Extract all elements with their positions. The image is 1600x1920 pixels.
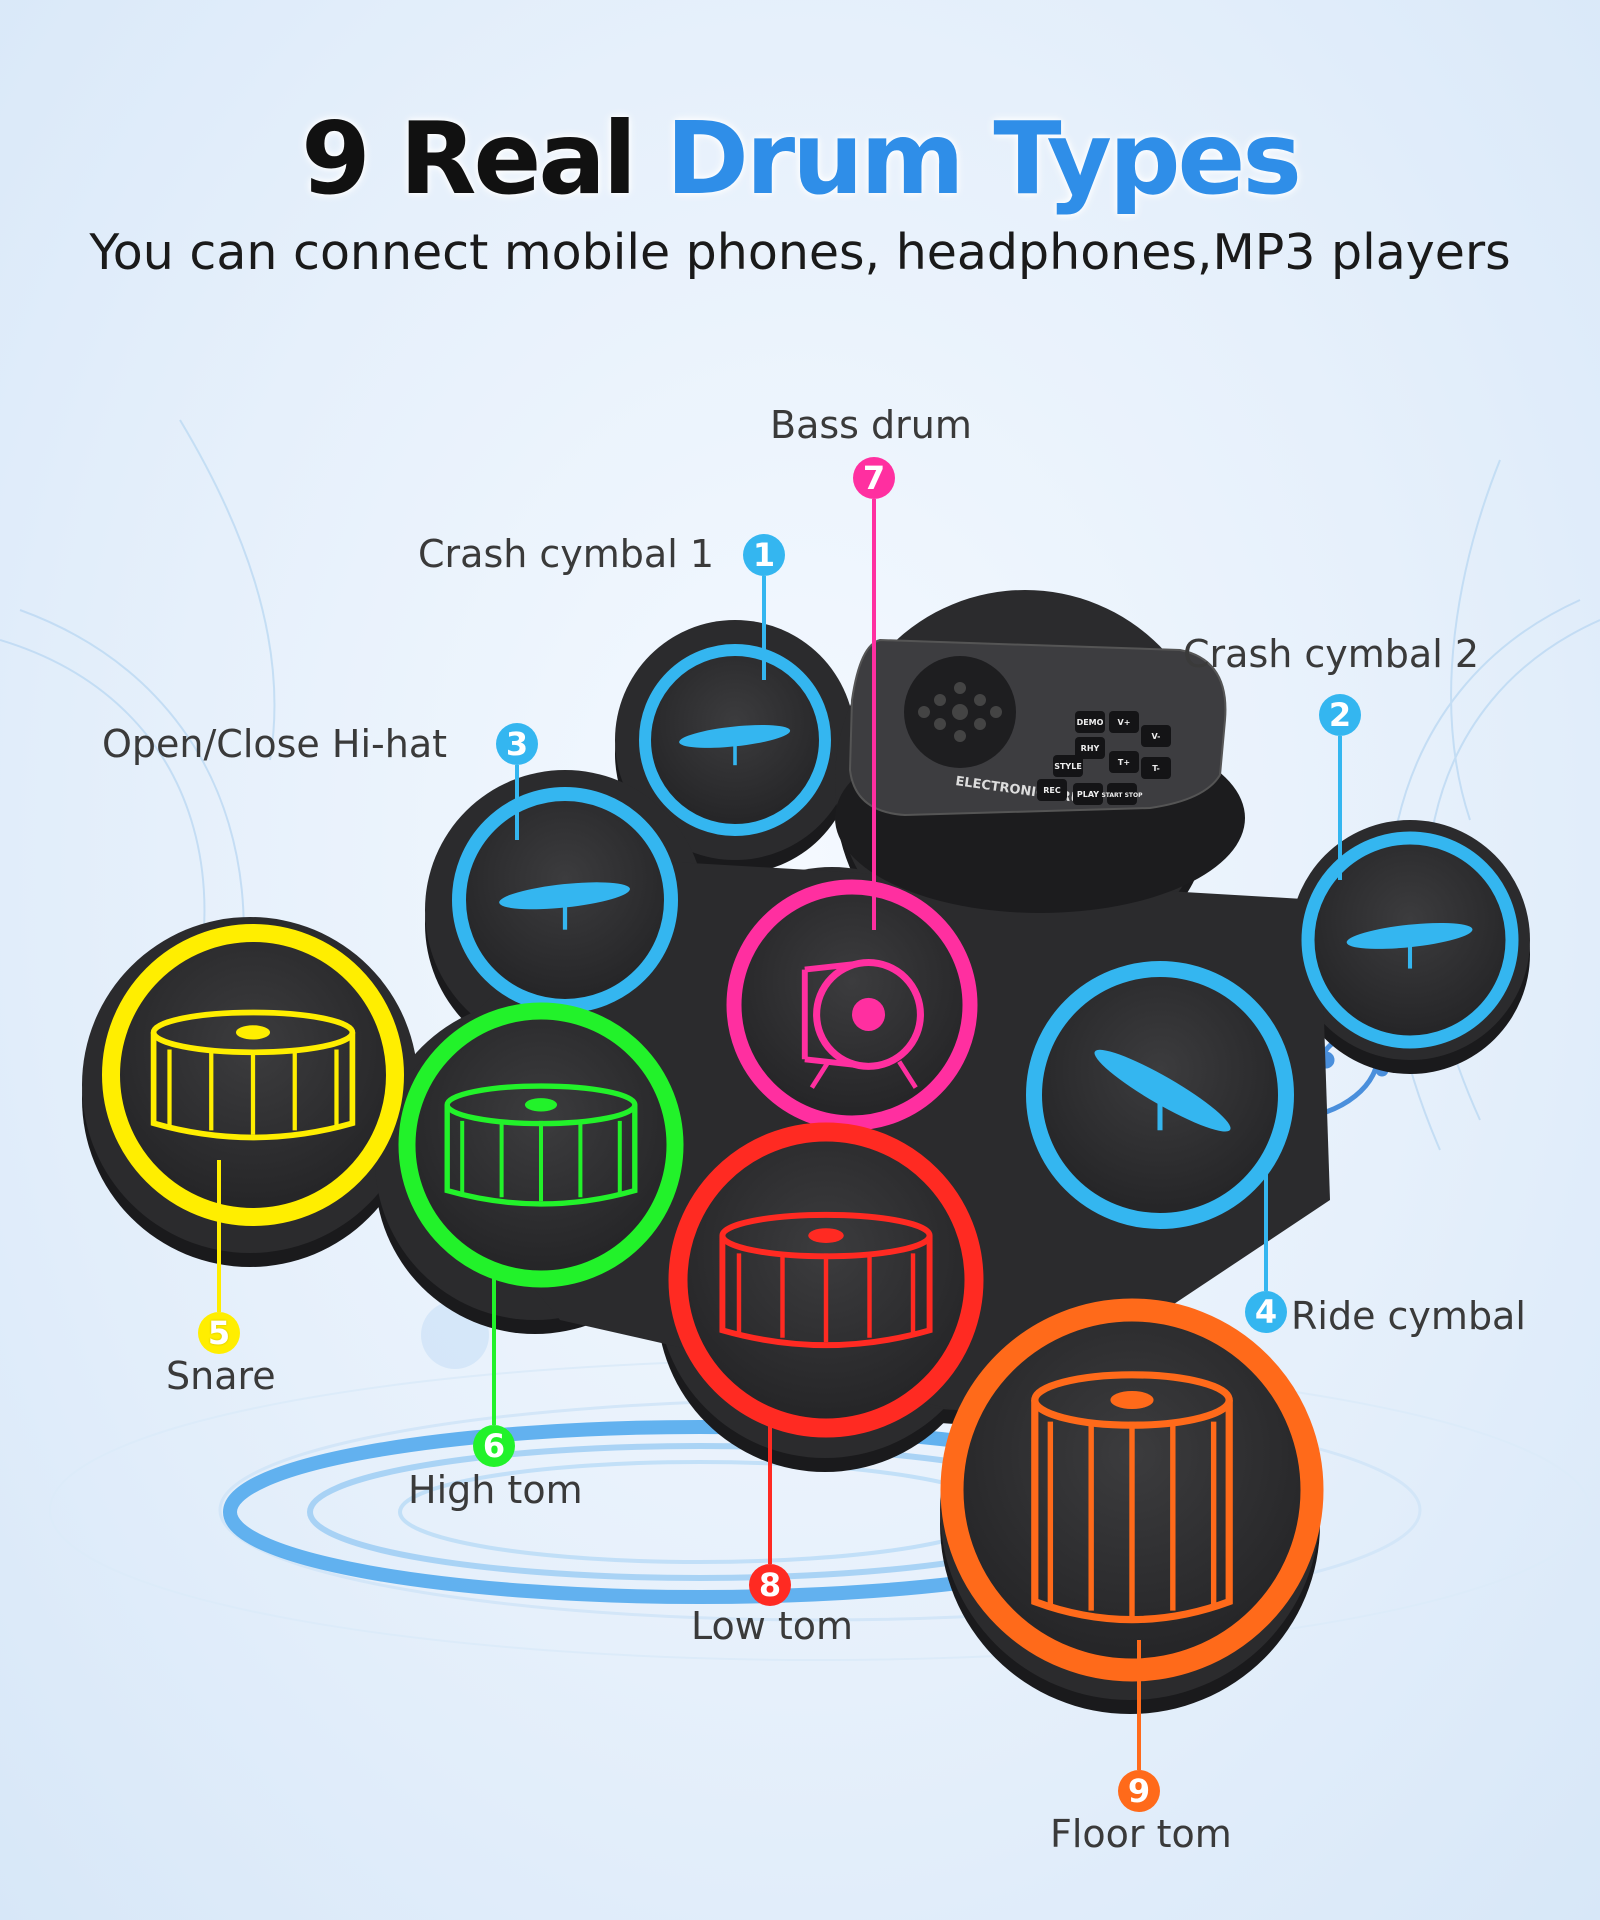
pad-name-label: Ride cymbal bbox=[1291, 1294, 1526, 1338]
console-button-label: RHY bbox=[1081, 744, 1100, 753]
console-button[interactable]: PLAY bbox=[1073, 783, 1103, 805]
console-button-label: V- bbox=[1152, 732, 1161, 741]
drum-pad[interactable] bbox=[639, 644, 831, 836]
drum-pad[interactable] bbox=[102, 924, 404, 1226]
pad-name-label: Crash cymbal 2 bbox=[1183, 632, 1480, 676]
console-button-label: REC bbox=[1043, 786, 1061, 795]
console-button-label: T+ bbox=[1118, 758, 1130, 767]
pad-name-label: Open/Close Hi-hat bbox=[102, 722, 448, 766]
console-button[interactable]: V+ bbox=[1109, 711, 1139, 733]
drum-pad[interactable] bbox=[398, 1002, 684, 1288]
pad-number-badge: 8 bbox=[749, 1564, 791, 1606]
console-button[interactable]: REC bbox=[1037, 779, 1067, 801]
console-button-label: PLAY bbox=[1077, 790, 1099, 799]
pad-number-badge: 7 bbox=[853, 457, 895, 499]
tom-drum-icon bbox=[719, 1211, 933, 1349]
pad-name-label: Floor tom bbox=[1050, 1812, 1232, 1856]
pad-number-badge: 5 bbox=[198, 1312, 240, 1354]
hi-hat-icon bbox=[499, 882, 630, 930]
drum-pad[interactable] bbox=[940, 1298, 1324, 1682]
console-button-label: START STOP bbox=[1101, 792, 1143, 799]
pad-name-label: Bass drum bbox=[770, 403, 972, 447]
console-button-label: T- bbox=[1152, 764, 1160, 773]
cymbal-icon bbox=[1094, 1049, 1231, 1132]
speaker-holes bbox=[918, 682, 1002, 742]
pad-number-badge: 6 bbox=[473, 1425, 515, 1467]
pad-name-label: Crash cymbal 1 bbox=[418, 532, 715, 576]
pad-number-badge: 9 bbox=[1118, 1770, 1160, 1812]
pad-name-label: High tom bbox=[408, 1468, 583, 1512]
floor-tom-icon bbox=[1031, 1371, 1233, 1624]
console-button[interactable]: RHY bbox=[1075, 737, 1105, 759]
console-button-label: V+ bbox=[1118, 718, 1131, 727]
drum-pad[interactable] bbox=[452, 787, 678, 1013]
console-button[interactable]: DEMO bbox=[1075, 711, 1105, 733]
console-button[interactable]: V- bbox=[1141, 725, 1171, 747]
drum-pad[interactable] bbox=[1026, 961, 1294, 1229]
bass-drum-icon bbox=[801, 958, 924, 1089]
console-button[interactable]: T+ bbox=[1109, 751, 1139, 773]
control-console: ELECTRONIC DRUM bbox=[835, 638, 1245, 913]
tom-drum-icon bbox=[444, 1083, 638, 1207]
cymbal-icon bbox=[1346, 922, 1473, 969]
pad-name-label: Low tom bbox=[691, 1604, 854, 1648]
console-button-label: DEMO bbox=[1077, 718, 1104, 727]
drum-pad[interactable] bbox=[726, 879, 978, 1131]
console-button[interactable]: T- bbox=[1141, 757, 1171, 779]
drum-pad[interactable] bbox=[1301, 831, 1519, 1049]
pad-number-badge: 2 bbox=[1319, 694, 1361, 736]
pad-name-label: Snare bbox=[166, 1354, 276, 1398]
console-button[interactable]: START STOP bbox=[1101, 783, 1143, 805]
console-button[interactable]: STYLE bbox=[1053, 755, 1083, 777]
snare-drum-icon bbox=[150, 1009, 356, 1141]
page-subtitle: You can connect mobile phones, headphone… bbox=[89, 224, 1511, 281]
pad-ring bbox=[726, 879, 978, 1131]
console-button-label: STYLE bbox=[1054, 762, 1082, 771]
pad-number-badge: 1 bbox=[743, 534, 785, 576]
page-title: 9 Real Drum Types bbox=[301, 100, 1302, 217]
cymbal-icon bbox=[679, 724, 791, 766]
pad-number-badge: 4 bbox=[1245, 1291, 1287, 1333]
pad-number-badge: 3 bbox=[496, 723, 538, 765]
drum-pad[interactable] bbox=[668, 1122, 984, 1438]
